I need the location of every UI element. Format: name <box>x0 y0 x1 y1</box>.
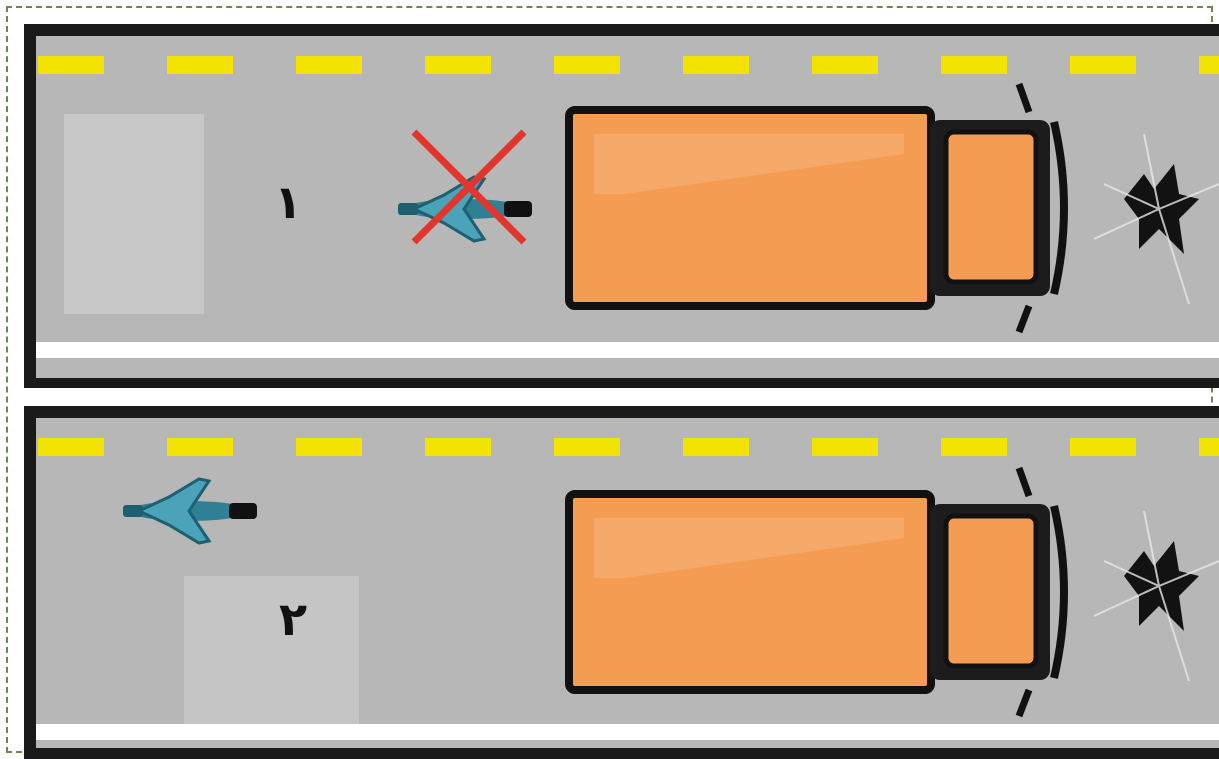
center-dash <box>1199 438 1219 456</box>
edge-line <box>36 342 1219 358</box>
scenario-label-1: ١ <box>274 179 302 225</box>
road-patch <box>64 114 204 314</box>
center-dash <box>941 56 1007 74</box>
truck-icon <box>569 84 1064 332</box>
center-dash <box>1199 56 1219 74</box>
center-dash <box>683 56 749 74</box>
center-dash <box>425 56 491 74</box>
truck-icon <box>569 468 1064 716</box>
road-panel-2: ٢ <box>24 406 1219 759</box>
center-dash <box>554 438 620 456</box>
center-dash <box>38 56 104 74</box>
center-dash <box>167 438 233 456</box>
center-dash <box>812 438 878 456</box>
center-dash <box>812 56 878 74</box>
edge-line <box>36 724 1219 740</box>
center-dash <box>683 438 749 456</box>
center-dash <box>38 438 104 456</box>
road-panel-1: ١ <box>24 24 1219 388</box>
center-dash <box>425 438 491 456</box>
road-scene-1 <box>24 24 1219 388</box>
road-patch <box>184 576 359 726</box>
center-dash <box>296 56 362 74</box>
center-dash <box>941 438 1007 456</box>
center-dash <box>296 438 362 456</box>
road-scene-2 <box>24 406 1219 759</box>
center-dash <box>1070 56 1136 74</box>
center-dash <box>167 56 233 74</box>
center-dash <box>1070 438 1136 456</box>
scenario-label-2: ٢ <box>279 596 307 642</box>
center-dash <box>554 56 620 74</box>
